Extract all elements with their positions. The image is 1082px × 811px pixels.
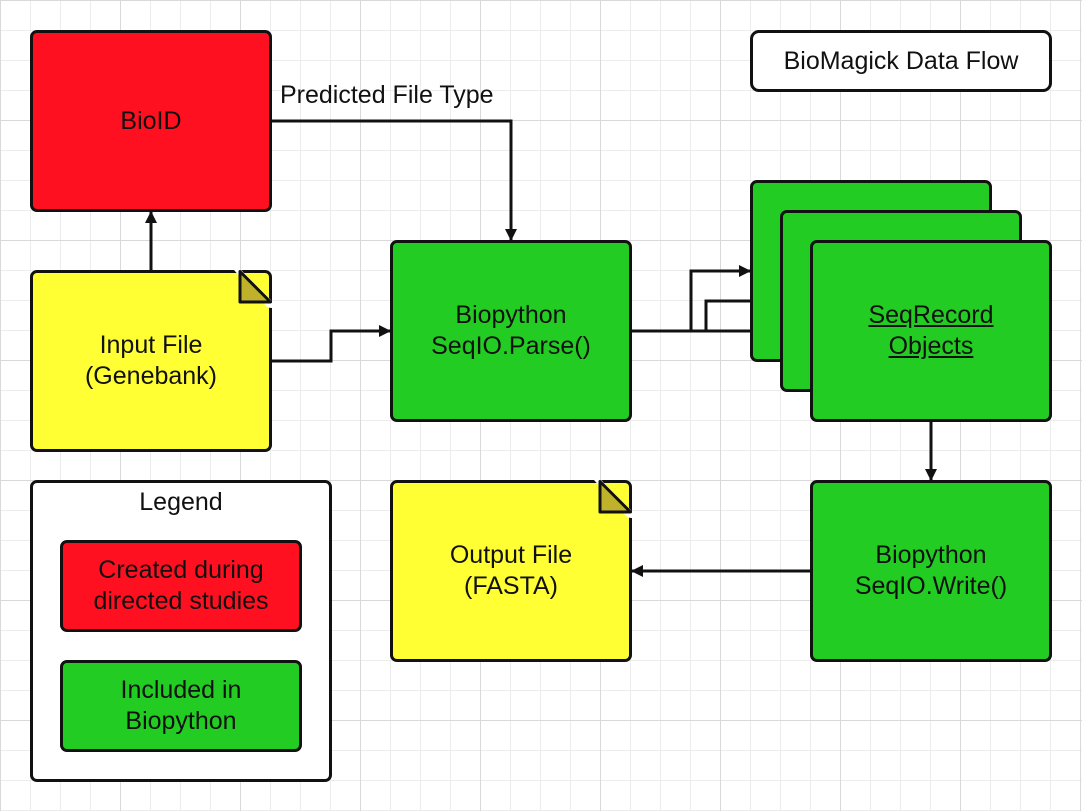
- seqio-parse-line1: Biopython: [455, 301, 567, 329]
- seqio-parse-node: Biopython SeqIO.Parse(): [390, 240, 632, 422]
- legend-included-line1: Included in: [120, 676, 242, 704]
- legend-item-created: Created during directed studies: [60, 540, 302, 632]
- legend-title: Legend: [139, 488, 223, 516]
- note-fold-icon: [594, 480, 632, 518]
- input-file-format: (Genebank): [84, 362, 218, 390]
- legend-included-line2: Biopython: [125, 707, 237, 735]
- seqio-write-line1: Biopython: [875, 541, 987, 569]
- seqio-parse-line2: SeqIO.Parse(): [431, 332, 591, 360]
- legend-created-line1: Created during: [98, 556, 264, 584]
- seqrecord-line1: SeqRecord: [868, 301, 994, 329]
- bioid-node: BioID: [30, 30, 272, 212]
- output-file-format: (FASTA): [464, 572, 558, 600]
- output-file-node: Output File (FASTA): [390, 480, 632, 662]
- bioid-label: BioID: [120, 106, 182, 135]
- input-file-title: Input File: [99, 331, 203, 359]
- edge-input-to-parse: [271, 325, 391, 363]
- output-file-title: Output File: [449, 541, 573, 569]
- legend-created-line2: directed studies: [93, 587, 269, 615]
- seqio-write-line2: SeqIO.Write(): [854, 572, 1008, 600]
- diagram-title-text: BioMagick Data Flow: [783, 46, 1019, 75]
- predicted-file-type-label: Predicted File Type: [280, 81, 494, 109]
- seqio-write-node: Biopython SeqIO.Write(): [810, 480, 1052, 662]
- edge-bioid-to-parse: [271, 119, 517, 241]
- legend-item-included: Included in Biopython: [60, 660, 302, 752]
- input-file-node: Input File (Genebank): [30, 270, 272, 452]
- note-fold-icon: [234, 270, 272, 308]
- diagram-title: BioMagick Data Flow: [750, 30, 1052, 92]
- seqrecord-node: SeqRecord Objects: [810, 240, 1052, 422]
- seqrecord-line2: Objects: [888, 332, 974, 360]
